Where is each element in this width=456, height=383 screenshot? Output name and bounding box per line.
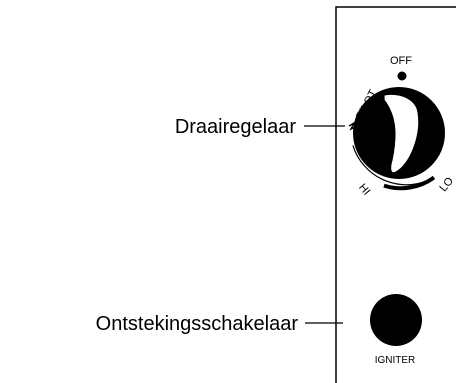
dial-hi-lo-band	[383, 175, 436, 191]
off-label: OFF	[390, 55, 412, 67]
off-indicator-dot	[397, 71, 407, 81]
igniter-callout-label: Ontstekingsschakelaar	[96, 313, 299, 335]
knob-callout-label: Draairegelaar	[175, 116, 297, 138]
knob-grip	[383, 93, 420, 174]
igniter-label: IGNITER	[375, 355, 416, 366]
pilot-flame-icon	[348, 121, 358, 131]
control-panel	[335, 6, 456, 383]
igniter-button[interactable]	[370, 294, 422, 346]
hi-label: HI	[356, 182, 372, 198]
lo-label: LO	[437, 175, 456, 194]
rotary-knob[interactable]	[348, 71, 445, 191]
